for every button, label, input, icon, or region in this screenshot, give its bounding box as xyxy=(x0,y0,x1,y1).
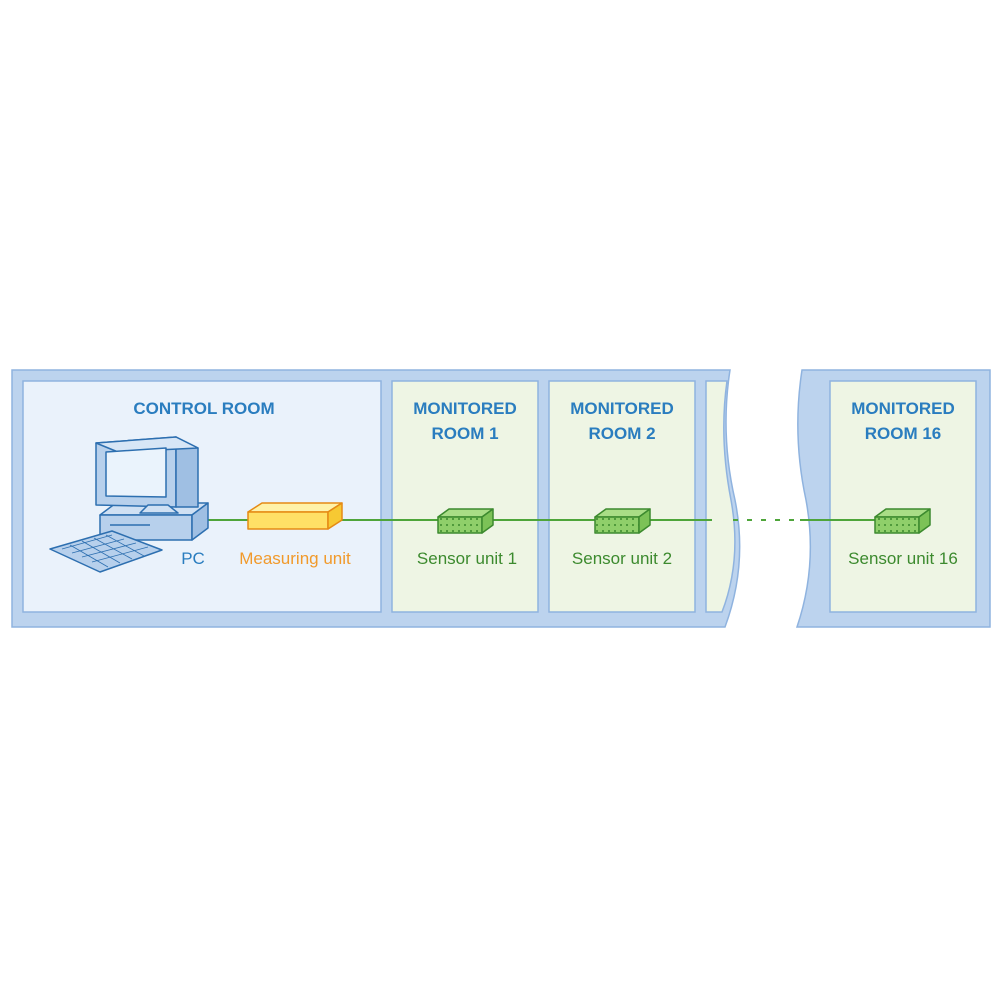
monitored-room-16-title-line1: MONITORED xyxy=(851,399,955,418)
sensor-unit-2-label: Sensor unit 2 xyxy=(572,549,672,568)
monitored-room-1-panel xyxy=(391,380,539,613)
monitored-room-partial-panel xyxy=(705,380,736,613)
monitored-room-16-title-line2: ROOM 16 xyxy=(865,424,942,443)
pc-label: PC xyxy=(181,549,205,568)
sensor-unit-2-icon xyxy=(594,508,651,534)
desktop-computer-icon xyxy=(49,436,209,573)
sensor-unit-16-icon xyxy=(874,508,931,534)
monitored-room-16-panel xyxy=(829,380,977,613)
monitored-room-2-title-line2: ROOM 2 xyxy=(588,424,655,443)
control-room-panel xyxy=(22,380,382,613)
sensor-unit-1-icon xyxy=(437,508,494,534)
measuring-unit-box-icon xyxy=(247,502,343,530)
control-room-title: CONTROL ROOM xyxy=(133,399,274,418)
sensor-unit-1-label: Sensor unit 1 xyxy=(417,549,517,568)
monitored-room-1-title-line2: ROOM 1 xyxy=(431,424,498,443)
measuring-unit-label: Measuring unit xyxy=(239,549,351,568)
monitored-room-2-title-line1: MONITORED xyxy=(570,399,674,418)
monitored-room-1-title-line1: MONITORED xyxy=(413,399,517,418)
monitored-room-2-panel xyxy=(548,380,696,613)
sensor-unit-16-label: Sensor unit 16 xyxy=(848,549,958,568)
